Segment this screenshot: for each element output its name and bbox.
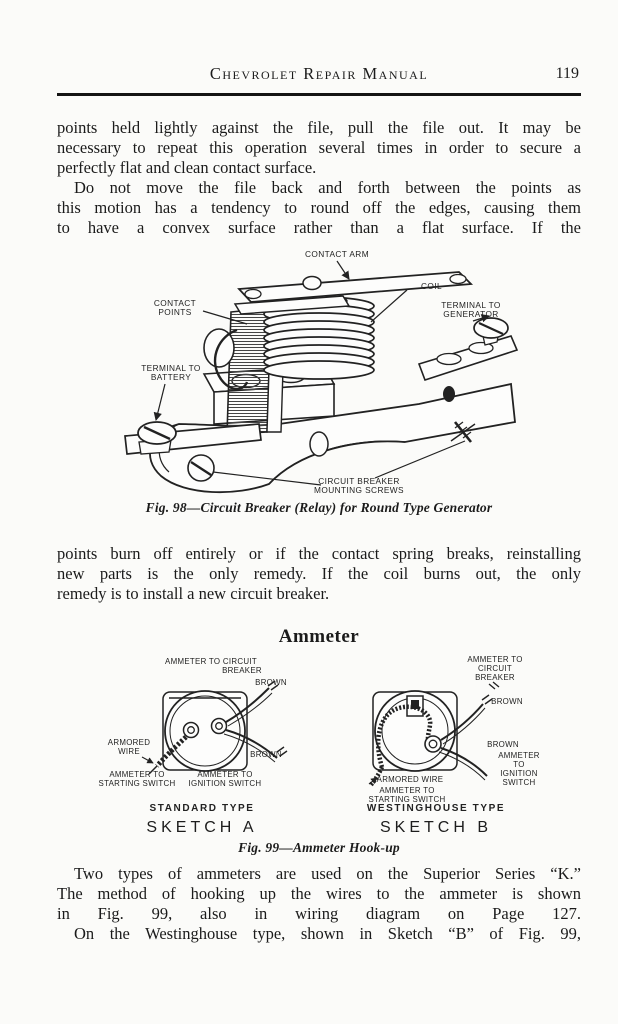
base-arch-line xyxy=(268,440,406,484)
leader-contact-points xyxy=(202,309,248,325)
text-line: points held lightly against the file, pu… xyxy=(57,117,581,137)
arm-hole xyxy=(449,273,467,284)
circuit-breaker-drawing: CONTACT ARM COIL CONTACT POINTS TERMINAL… xyxy=(124,249,519,494)
fig98-label-terminal-battery: TERMINAL TO xyxy=(141,363,201,373)
text-line: The method of hooking up the wires to th… xyxy=(57,883,581,903)
fig99b-tick xyxy=(488,683,496,689)
text-line: Do not move the file back and forth betw… xyxy=(74,177,581,197)
mounting-screw-right xyxy=(450,420,476,443)
fig99-sketch-titles: SKETCH A SKETCH B xyxy=(85,819,553,837)
fig99b-label-brown-bottom: BROWN xyxy=(487,740,519,749)
leader-mounting-screw-left xyxy=(212,470,322,486)
westinghouse-type-label: WESTINGHOUSE TYPE xyxy=(366,802,506,814)
contact-support-bar xyxy=(233,294,351,315)
text-line: points burn off entirely or if the conta… xyxy=(57,543,581,563)
sketch-a-title: SKETCH A xyxy=(146,818,258,836)
text-line: remedy is to install a new circuit break… xyxy=(57,583,330,603)
fig99-type-labels: STANDARD TYPE WESTINGHOUSE TYPE xyxy=(85,803,553,815)
fig99a-label-circuit-breaker: AMMETER TO CIRCUIT xyxy=(165,657,257,666)
fig99a-label-armored-wire: WIRE xyxy=(118,747,140,756)
arm-hole xyxy=(244,288,262,299)
fig98-label-mounting-screws: CIRCUIT BREAKER xyxy=(318,476,399,486)
fig99a-label-brown-top: BROWN xyxy=(255,678,287,687)
dark-hole xyxy=(443,385,455,402)
paragraph-4: Two types of ammeters are used on the Su… xyxy=(57,864,581,924)
bracket-hole xyxy=(468,341,494,354)
leader-contact-arm xyxy=(336,260,350,280)
header-rule xyxy=(57,93,581,96)
paragraph-2: Do not move the file back and forth betw… xyxy=(57,178,581,238)
fig99a-label-ignition-switch: IGNITION SWITCH xyxy=(189,779,262,788)
fig98-label-mounting-screws: MOUNTING SCREWS xyxy=(314,485,404,494)
fig98-illustration: CONTACT ARM COIL CONTACT POINTS TERMINAL… xyxy=(57,244,581,494)
fig99b-label-circuit-breaker: AMMETER TO xyxy=(467,655,522,664)
text-line: necessary to repeat this operation sever… xyxy=(57,137,581,157)
fig99a-label-ignition-switch: AMMETER TO xyxy=(197,770,252,779)
fig99b-label-ignition-switch: AMMETER xyxy=(498,751,540,760)
fig99b-tick xyxy=(492,681,500,687)
bracket-hole xyxy=(436,352,462,365)
fig98-label-coil: COIL xyxy=(421,281,442,291)
text-line: in Fig. 99, also in wiring diagram on Pa… xyxy=(57,903,581,923)
fig99a-label-armored-wire: ARMORED xyxy=(108,738,150,747)
ammeter-hookup-drawing: AMMETER TO CIRCUIT BREAKER BROWN ARMORED… xyxy=(99,655,540,802)
fig98-label-terminal-battery: BATTERY xyxy=(151,372,191,382)
contact-spring xyxy=(213,328,249,390)
leader-terminal-battery xyxy=(153,383,166,421)
fig98-label-contact-points: POINTS xyxy=(158,307,191,317)
sketch-b-title: SKETCH B xyxy=(379,818,492,836)
fig98-label-terminal-generator: TERMINAL TO xyxy=(441,300,501,310)
fig99b-label-starting-switch: AMMETER TO xyxy=(379,786,434,795)
text-line: this motion has a tendency to round off … xyxy=(57,197,581,217)
text-line: to have a convex surface rather than a f… xyxy=(57,217,581,237)
screw-slot xyxy=(190,460,212,476)
screw-slot xyxy=(143,425,171,440)
generator-bracket xyxy=(417,334,519,381)
fig99a-label-starting-switch: STARTING SWITCH xyxy=(99,779,176,788)
page-title: Chevrolet Repair Manual xyxy=(209,64,429,83)
text-line: perfectly flat and clean contact surface… xyxy=(57,157,317,177)
fig99a-label-starting-switch: AMMETER TO xyxy=(109,770,164,779)
standard-type-label: STANDARD TYPE xyxy=(149,802,255,814)
fig99a-label-circuit-breaker: BREAKER xyxy=(222,666,262,675)
fig98-label-contact-arm: CONTACT ARM xyxy=(305,249,369,259)
screw-slot xyxy=(478,321,504,335)
fig99b-label-circuit-breaker: CIRCUIT xyxy=(478,664,512,673)
text-line: Two types of ammeters are used on the Su… xyxy=(74,863,581,883)
text-line: On the Westinghouse type, shown in Sketc… xyxy=(74,923,581,943)
section-heading: Ammeter xyxy=(278,625,360,647)
page-number: 119 xyxy=(555,65,579,82)
fig99-caption: Fig. 99—Ammeter Hook-up xyxy=(238,839,400,855)
fig99b-label-brown-top: BROWN xyxy=(491,697,523,706)
page-header: Chevrolet Repair Manual 119 xyxy=(57,64,581,84)
text-line: new parts is the only remedy. If the coi… xyxy=(57,563,581,583)
sketch-a-drawing xyxy=(141,679,288,775)
fig99b-label-ignition-switch: TO xyxy=(513,760,524,769)
fig99b-label-starting-switch: STARTING SWITCH xyxy=(369,795,446,802)
fig99b-label-circuit-breaker: BREAKER xyxy=(475,673,515,682)
fig98-label-contact-points: CONTACT xyxy=(154,298,196,308)
paragraph-3: points burn off entirely or if the conta… xyxy=(57,544,581,604)
leader-terminal-generator xyxy=(472,313,491,322)
leader-mounting-screw-right xyxy=(374,439,466,479)
coil-windings xyxy=(263,294,375,380)
fig98-label-terminal-generator: GENERATOR xyxy=(443,309,498,319)
fig99-illustration: AMMETER TO CIRCUIT BREAKER BROWN ARMORED… xyxy=(57,648,581,837)
fig99b-label-ignition-switch: IGNITION xyxy=(500,769,537,778)
fig99b-label-ignition-switch: SWITCH xyxy=(503,778,536,787)
fig99a-label-brown-bottom: BROWN xyxy=(250,750,282,759)
leader-coil xyxy=(370,289,408,322)
paragraph-5: On the Westinghouse type, shown in Sketc… xyxy=(57,924,581,944)
base-hole xyxy=(309,430,329,457)
fig98-caption: Fig. 98—Circuit Breaker (Relay) for Roun… xyxy=(145,499,493,515)
paragraph-1: points held lightly against the file, pu… xyxy=(57,118,581,178)
arm-boss xyxy=(302,275,322,290)
sketch-b-drawing xyxy=(368,689,493,787)
fig99b-label-armored-wire: ARMORED WIRE xyxy=(377,775,444,784)
